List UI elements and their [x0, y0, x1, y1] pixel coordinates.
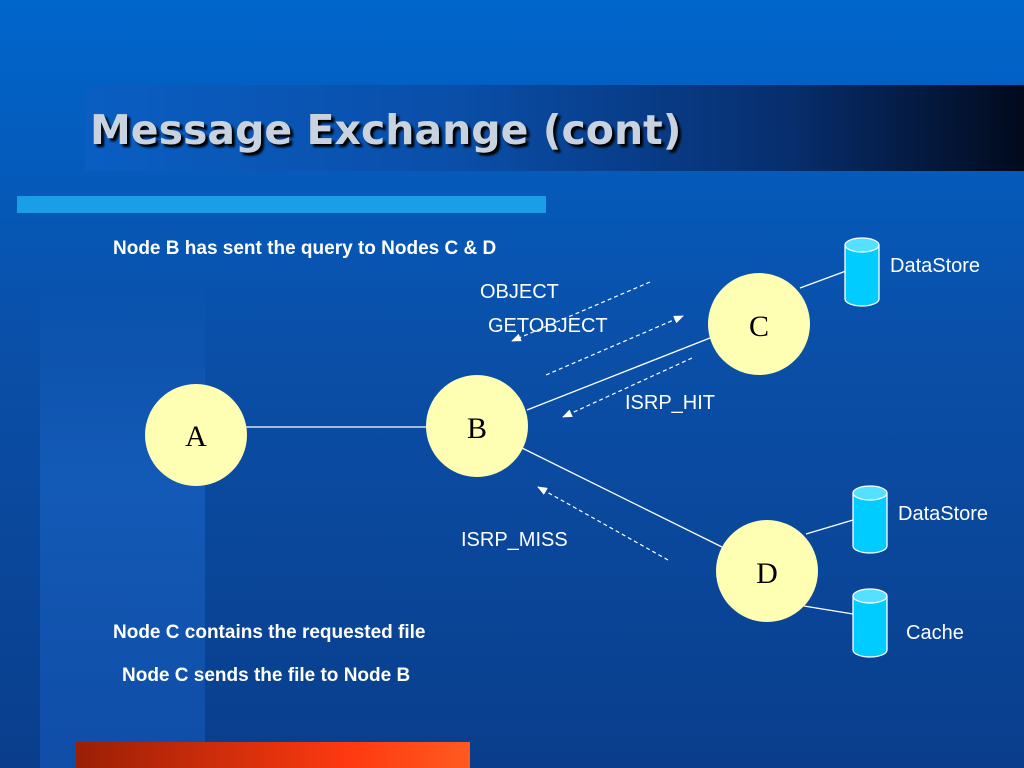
isrp-hit-label: ISRP_HIT — [625, 392, 716, 414]
node-a-label: A — [185, 420, 207, 453]
node-a: A — [145, 384, 247, 486]
query-sent-text: Node B has sent the query to Nodes C & D — [113, 238, 497, 259]
title-band — [85, 85, 1024, 171]
node-c: C — [708, 273, 810, 375]
link-b-d — [521, 447, 723, 548]
object-label: OBJECT — [480, 281, 559, 303]
footer-accent-bar — [76, 742, 470, 768]
slide-title: Message Exchange (cont) — [90, 106, 682, 154]
getobject-arrow — [545, 315, 684, 376]
cache-d-cylinder-icon — [852, 588, 888, 658]
datastore-d-cylinder-icon — [852, 485, 888, 554]
isrp-hit-arrow — [562, 357, 693, 418]
background-band — [40, 280, 205, 768]
link-b-c — [526, 337, 711, 411]
datastore-d-label: DataStore — [898, 503, 989, 525]
isrp-miss-label: ISRP_MISS — [461, 529, 568, 551]
node-b: B — [426, 375, 528, 477]
cache-d-label: Cache — [906, 622, 964, 644]
sends-file-text: Node C sends the file to Node B — [122, 665, 411, 686]
link-d-datastore — [805, 519, 854, 535]
datastore-c-label: DataStore — [890, 255, 981, 277]
isrp-miss-arrow — [537, 486, 669, 561]
title-accent-bar — [17, 196, 546, 213]
node-d: D — [716, 520, 818, 622]
node-c-label: C — [749, 310, 769, 343]
node-b-label: B — [467, 412, 487, 445]
contains-file-text: Node C contains the requested file — [113, 622, 426, 643]
link-d-cache — [803, 605, 854, 615]
node-d-label: D — [756, 557, 778, 590]
link-c-datastore — [799, 270, 847, 289]
getobject-label: GETOBJECT — [488, 315, 608, 337]
datastore-c-cylinder-icon — [844, 237, 880, 307]
